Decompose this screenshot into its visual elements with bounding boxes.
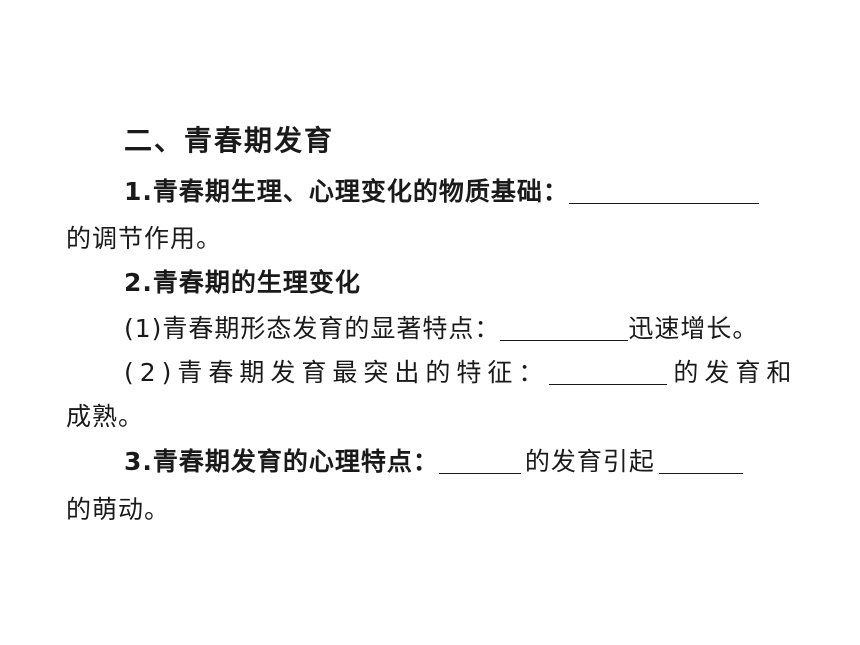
section-title: 二、青春期发育	[124, 124, 335, 157]
item-2-sub-1-line: (1)青春期形态发育的显著特点： 迅速增长。	[124, 312, 758, 346]
item-2-sub-1-blank[interactable]	[500, 316, 629, 341]
item-2-sub-2-prefix: (2)青春期发育最突出的特征：	[124, 358, 550, 387]
item-3-blank-2[interactable]	[658, 449, 743, 474]
item-3-blank-1[interactable]	[438, 449, 521, 474]
item-3-middle: 的发育引起	[524, 447, 655, 476]
item-2-sub-2-blank[interactable]	[549, 360, 668, 385]
item-3-label: 3.青春期发育的心理特点：	[124, 447, 439, 476]
item-2-sub-1-suffix: 迅速增长。	[628, 314, 759, 343]
item-2-sub-2-suffix: 的发育和	[673, 358, 798, 387]
item-3-continuation: 的萌动。	[66, 495, 171, 524]
item-2-label: 2.青春期的生理变化	[124, 268, 361, 297]
item-2-sub-2-line: (2)青春期发育最突出的特征： 的发育和	[124, 356, 797, 390]
item-1-blank[interactable]	[568, 179, 759, 204]
item-2-sub-1-prefix: (1)青春期形态发育的显著特点：	[124, 314, 501, 343]
item-2-sub-2-continuation: 成熟。	[66, 402, 145, 431]
item-1-suffix: 的调节作用。	[66, 224, 223, 253]
item-1-line: 1.青春期生理、心理变化的物质基础：	[124, 175, 759, 209]
item-3-line: 3.青春期发育的心理特点： 的发育引起	[124, 445, 743, 479]
item-1-label: 1.青春期生理、心理变化的物质基础：	[124, 177, 569, 206]
